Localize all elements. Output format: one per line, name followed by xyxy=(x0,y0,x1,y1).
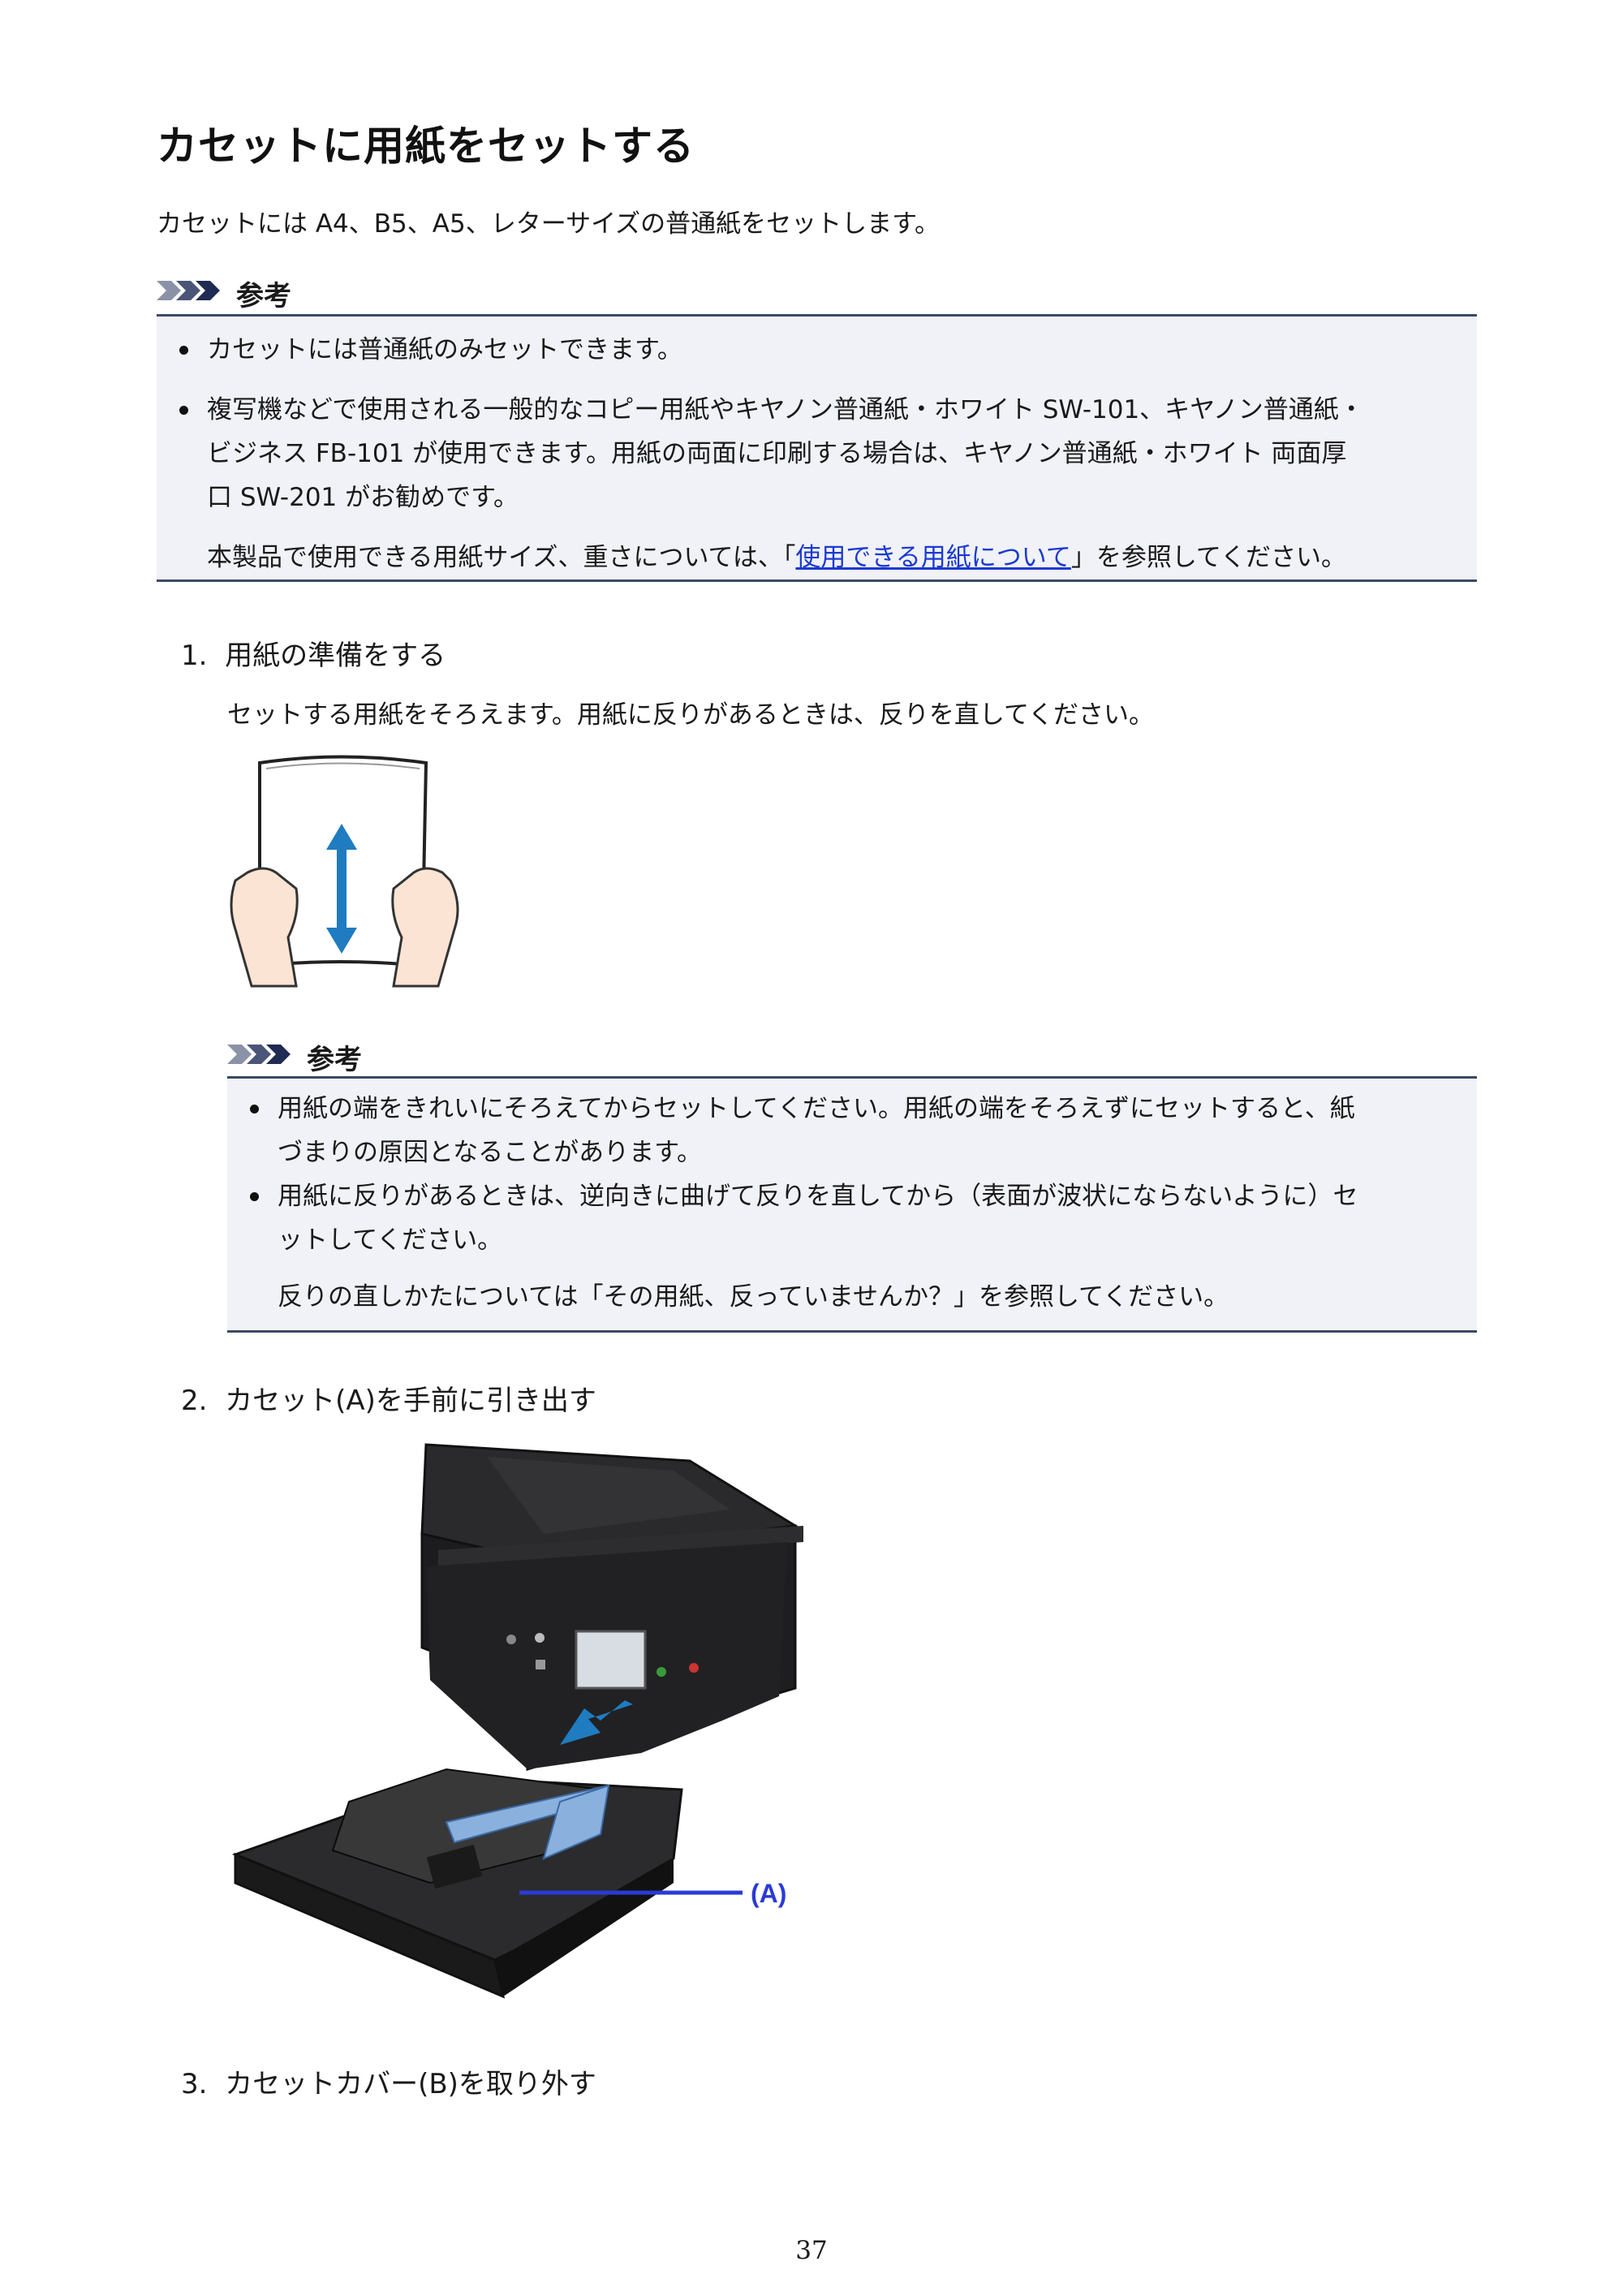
note-reference: 本製品で使用できる用紙サイズ、重さについては、「使用できる用紙について」を参照し… xyxy=(173,536,1461,579)
page-number: 37 xyxy=(795,2236,828,2265)
callout-a-label: (A) xyxy=(751,1879,786,1908)
step-number: 1. xyxy=(181,640,208,672)
note-heading-label: 参考 xyxy=(307,1044,362,1076)
note-item: カセットには普通紙のみセットできます。 xyxy=(173,328,1461,372)
note-item-line: 用紙の端をきれいにそろえてからセットしてください。用紙の端をそろえずにセットする… xyxy=(278,1094,1355,1123)
page-title: カセットに用紙をセットする xyxy=(157,123,695,170)
paper-flatten-illustration xyxy=(230,755,459,988)
chevrons-icon xyxy=(227,1041,295,1074)
supported-paper-link[interactable]: 使用できる用紙について xyxy=(795,543,1071,572)
step-number: 3. xyxy=(181,2068,208,2100)
note-item: 用紙に反りがあるときは、逆向きに曲げて反りを直してから（表面が波状にならないよう… xyxy=(243,1174,1461,1262)
pull-arrow-icon xyxy=(560,1700,633,1745)
step-title-text: 用紙の準備をする xyxy=(225,640,446,672)
double-arrow-icon xyxy=(326,824,357,954)
step-3-title: 3. カセットカバー(B)を取り外す xyxy=(181,2061,596,2101)
note-item-line: ビジネス FB-101 が使用できます。用紙の両面に印刷する場合は、キヤノン普通… xyxy=(207,439,1347,468)
note-item-line: づまりの原因となることがあります。 xyxy=(278,1138,702,1167)
printer-cassette-illustration: (A) xyxy=(231,1443,803,1999)
note-heading: 参考 xyxy=(157,274,291,313)
note-heading: 参考 xyxy=(227,1037,362,1077)
note-item: 複写機などで使用される一般的なコピー用紙やキヤノン普通紙・ホワイト SW-101… xyxy=(173,388,1461,519)
step-number: 2. xyxy=(181,1385,208,1417)
step-title-text: カセットカバー(B)を取り外す xyxy=(225,2068,596,2100)
intro-text: カセットには A4、B5、A5、レターサイズの普通紙をセットします。 xyxy=(157,209,941,239)
note-item-line: 用紙に反りがあるときは、逆向きに曲げて反りを直してから（表面が波状にならないよう… xyxy=(278,1182,1358,1211)
note-heading-label: 参考 xyxy=(236,280,291,312)
step-1-body: セットする用紙をそろえます。用紙に反りがあるときは、反りを直してください。 xyxy=(227,700,1155,730)
note-item-line: 複写機などで使用される一般的なコピー用紙やキヤノン普通紙・ホワイト SW-101… xyxy=(207,395,1364,424)
note-ref-suffix: 」を参照してください。 xyxy=(1070,543,1346,572)
chevrons-icon xyxy=(157,278,225,310)
note-box: 用紙の端をきれいにそろえてからセットしてください。用紙の端をそろえずにセットする… xyxy=(227,1076,1477,1333)
note-item-line: ットしてください。 xyxy=(278,1226,503,1255)
note-ref-prefix: 本製品で使用できる用紙サイズ、重さについては、「 xyxy=(207,543,796,572)
step-2-title: 2. カセット(A)を手前に引き出す xyxy=(181,1378,596,1418)
note-reference: 反りの直しかたについては「その用紙、反っていませんか？」を参照してください。 xyxy=(278,1282,1229,1312)
note-item-line: 口 SW-201 がお勧めです。 xyxy=(207,483,519,512)
note-box: カセットには普通紙のみセットできます。 複写機などで使用される一般的なコピー用紙… xyxy=(157,314,1477,582)
step-title-text: カセット(A)を手前に引き出す xyxy=(225,1385,596,1417)
note-item: 用紙の端をきれいにそろえてからセットしてください。用紙の端をそろえずにセットする… xyxy=(243,1087,1461,1174)
step-1-title: 1. 用紙の準備をする xyxy=(181,633,446,673)
